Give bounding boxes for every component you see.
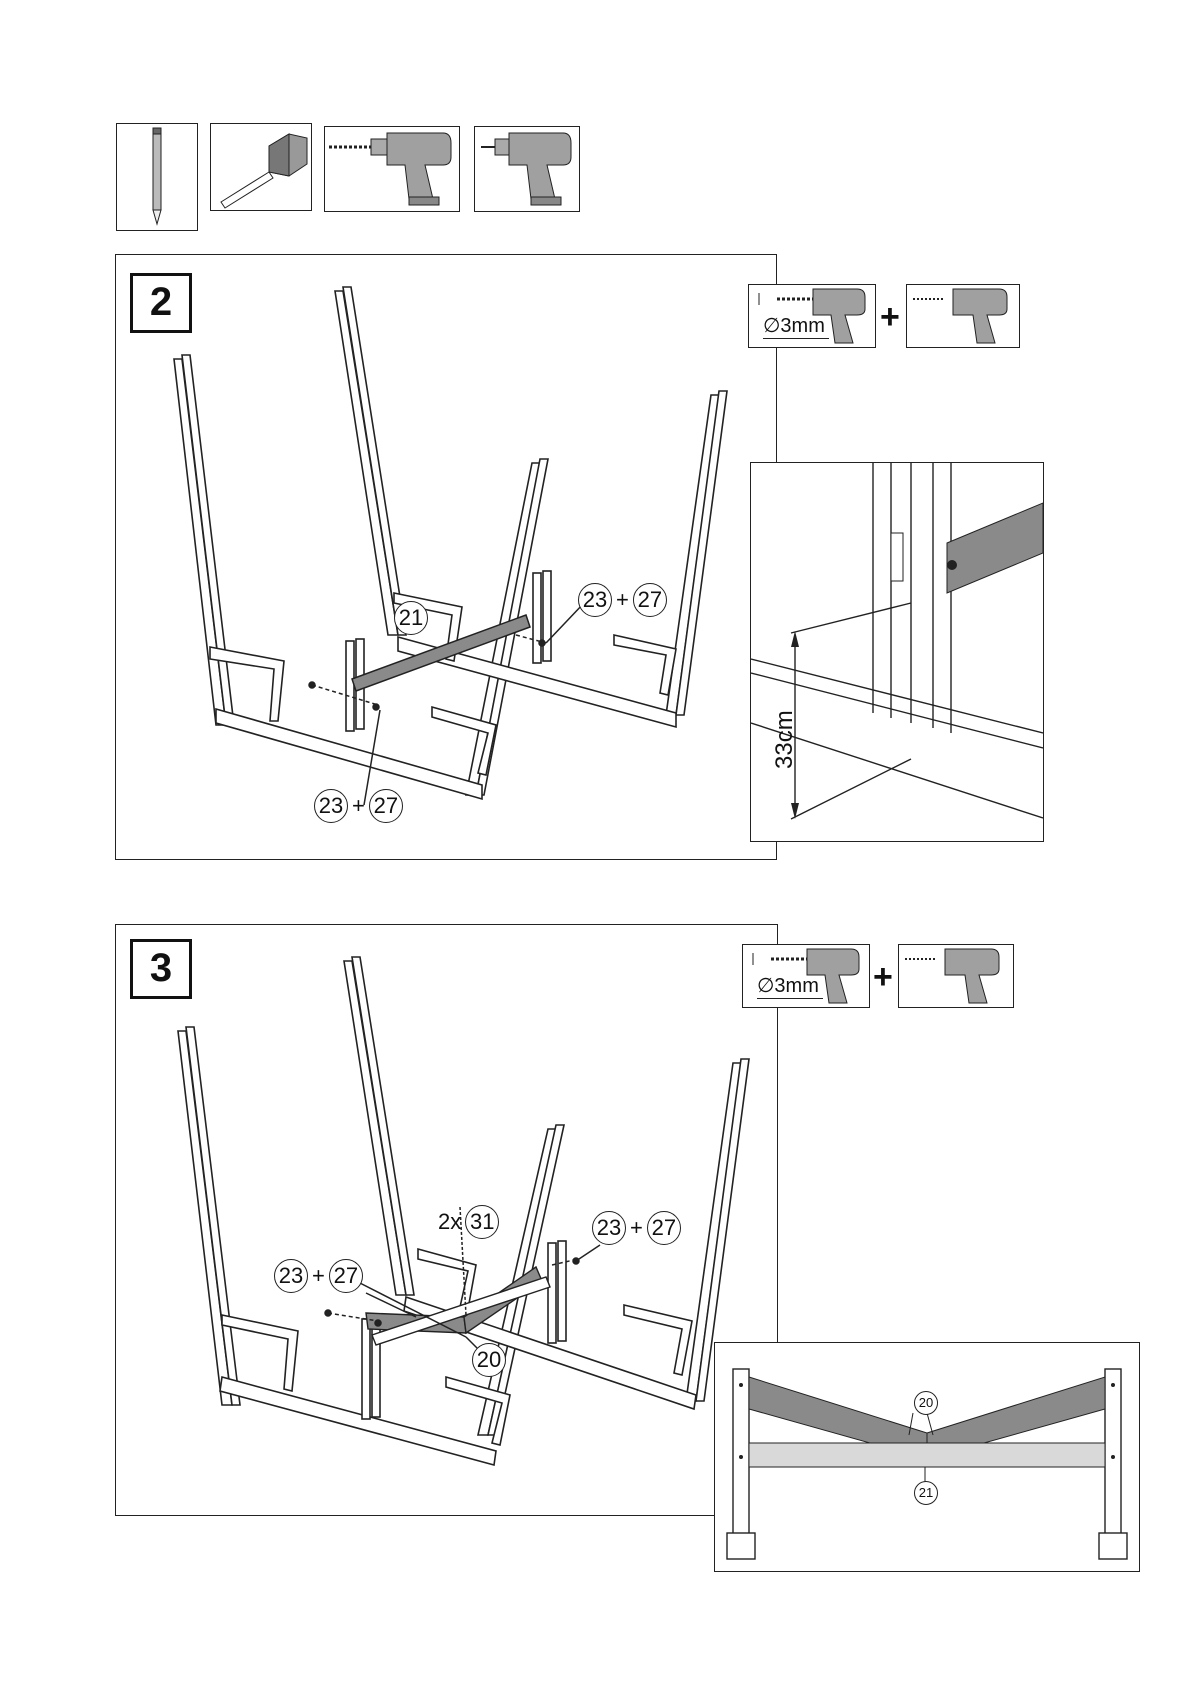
measure-detail-drawing	[751, 463, 1043, 841]
pencil-tool-card	[116, 123, 198, 231]
part-27-label: 27	[329, 1259, 363, 1293]
detail-part-20-label: 20	[914, 1391, 938, 1415]
step-number: 3	[130, 939, 192, 999]
drill-diameter-label: ∅3mm	[763, 313, 829, 339]
part-21-callout: 21	[394, 601, 428, 635]
part-20-label: 20	[472, 1343, 506, 1377]
step-number: 2	[130, 273, 192, 333]
screwdriver-icon	[907, 285, 1019, 347]
part-31-callout: 2x 31	[438, 1205, 499, 1239]
screwdriver-tool-card	[474, 126, 580, 212]
part-27-label: 27	[647, 1211, 681, 1245]
part-31-label: 31	[465, 1205, 499, 1239]
brace-detail-drawing	[715, 1343, 1139, 1571]
screw-callout-right: 23 + 27	[592, 1211, 681, 1245]
plus-sign: +	[312, 1263, 325, 1289]
screwdriver-icon	[899, 945, 1013, 1007]
step-2-screwdriver-box	[906, 284, 1020, 348]
plus-sign: +	[616, 587, 629, 613]
tape-measure-tool-card	[210, 123, 312, 211]
drill-diameter-label: ∅3mm	[757, 973, 823, 999]
screw-callout-bottom: 23 + 27	[314, 789, 403, 823]
part-23-label: 23	[274, 1259, 308, 1293]
step-2-drill-box: ∅3mm	[748, 284, 876, 348]
part-20-callout: 20	[472, 1343, 506, 1377]
step-3-brace-detail: 20 21	[714, 1342, 1140, 1572]
step-2-panel: 2 21 23 + 27 23 + 27	[115, 254, 777, 860]
detail-part-21-label: 21	[914, 1481, 938, 1505]
part-23-label: 23	[314, 789, 348, 823]
drill-icon	[325, 127, 459, 211]
screw-callout-left: 23 + 27	[274, 1259, 363, 1293]
step-3-panel: 3 2x 31 23 + 27 23 + 27 20	[115, 924, 778, 1516]
part-23-label: 23	[578, 583, 612, 617]
part-23-label: 23	[592, 1211, 626, 1245]
step-3-drill-box: ∅3mm	[742, 944, 870, 1008]
screw-callout-right: 23 + 27	[578, 583, 667, 617]
part-27-label: 27	[633, 583, 667, 617]
plus-sign: +	[873, 960, 893, 994]
part-27-label: 27	[369, 789, 403, 823]
step-2-measure-detail: 33cm	[750, 462, 1044, 842]
part-21-label: 21	[394, 601, 428, 635]
plus-sign: +	[880, 300, 900, 334]
pencil-icon	[117, 124, 197, 230]
quantity-label: 2x	[438, 1209, 461, 1235]
step-3-screwdriver-box	[898, 944, 1014, 1008]
drill-tool-card	[324, 126, 460, 212]
step-2-assembly-drawing	[116, 255, 776, 859]
plus-sign: +	[352, 793, 365, 819]
tape-measure-icon	[211, 124, 311, 210]
plus-sign: +	[630, 1215, 643, 1241]
screwdriver-icon	[475, 127, 579, 211]
measure-33cm-label: 33cm	[771, 710, 799, 769]
